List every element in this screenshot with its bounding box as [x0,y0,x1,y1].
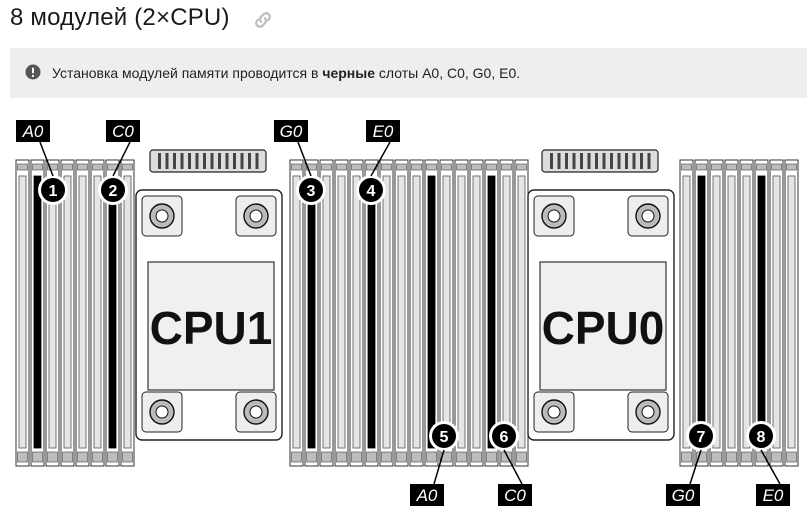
marker-number: 6 [500,429,509,446]
slot-label-text: G0 [280,122,303,141]
slot-label-text: G0 [672,486,695,505]
slot-label-text: C0 [112,122,134,141]
slot-label-bottom: E0 [756,449,790,506]
slot-marker: 5 [429,421,459,451]
marker-number: 4 [367,183,376,200]
cpu-socket: CPU1 [135,149,283,441]
slot-label-top: A0 [16,120,54,177]
slot-marker: 8 [746,421,776,451]
marker-number: 2 [109,183,118,200]
dimm-slot [75,159,90,467]
marker-number: 3 [307,183,316,200]
marker-number: 7 [697,429,706,446]
slot-label-text: A0 [22,122,44,141]
slot-label-text: E0 [373,122,394,141]
dimm-slot [784,159,799,467]
dimm-slot [289,159,304,467]
notice-box: Установка модулей памяти проводится в че… [10,48,807,98]
dimm-slot-black [424,159,439,467]
link-icon[interactable] [252,9,274,31]
slot-marker: 7 [686,421,716,451]
dimm-slot-black [754,159,769,467]
dimm-slot [319,159,334,467]
dimm-slot [349,159,364,467]
cpu-label: CPU0 [542,302,665,354]
page-title: 8 модулей (2×CPU) [10,4,230,31]
slot-label-top: E0 [366,120,400,177]
dimm-slots [15,159,799,467]
slot-marker: 2 [98,175,128,205]
dimm-slot [679,159,694,467]
dimm-slot-black [304,159,319,467]
marker-number: 5 [440,429,449,446]
marker-number: 8 [757,429,766,446]
cpu-label: CPU1 [150,302,273,354]
notice-text: Установка модулей памяти проводится в че… [52,65,521,81]
dimm-slot [439,159,454,467]
dimm-slot [454,159,469,467]
dimm-slot [499,159,514,467]
dimm-slot [379,159,394,467]
dimm-slot-black [105,159,120,467]
slot-label-text: E0 [763,486,784,505]
dimm-slot [60,159,75,467]
dimm-slot [724,159,739,467]
dimm-slot [769,159,784,467]
slot-markers: 1 2 3 4 5 6 7 8 [38,175,776,451]
slot-marker: 1 [38,175,68,205]
dimm-slot-black [364,159,379,467]
dimm-slot [45,159,60,467]
dimm-slot [120,159,135,467]
notice-bold: черные [322,65,376,81]
slot-label-bottom: A0 [410,449,445,506]
cpu-socket: CPU0 [527,149,675,441]
dimm-slot [90,159,105,467]
marker-number: 1 [49,183,58,200]
exclamation-circle-icon [25,64,41,80]
dimm-slot [739,159,754,467]
dimm-slot [709,159,724,467]
slot-label-top: C0 [106,120,140,177]
dimm-slot-black [484,159,499,467]
dimm-slot [409,159,424,467]
dimm-slot [394,159,409,467]
slot-marker: 3 [296,175,326,205]
dimm-slot-black [30,159,45,467]
dimm-slot [15,159,30,467]
slot-marker: 6 [489,421,519,451]
slot-label-text: A0 [416,486,438,505]
dimm-slot [514,159,529,467]
slot-marker: 4 [356,175,386,205]
slot-label-top: G0 [274,120,312,177]
slot-label-text: C0 [504,486,526,505]
slot-label-bottom: C0 [498,449,532,506]
slot-label-bottom: G0 [666,449,702,506]
dimm-slot [334,159,349,467]
dimm-slot-black [694,159,709,467]
dimm-slot [469,159,484,467]
cpu-sockets: CPU1 CPU0 [135,149,675,441]
